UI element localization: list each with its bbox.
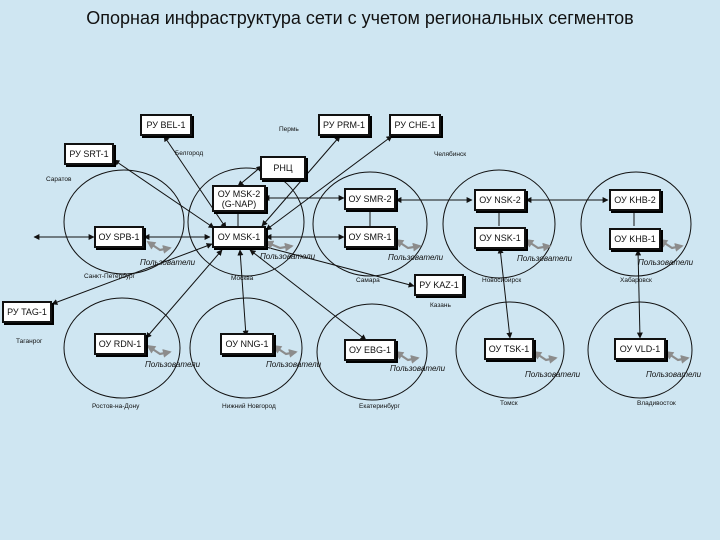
link-khb1-vld1 [635, 249, 643, 339]
city-vladivostok: Владивосток [637, 400, 676, 407]
node-ou-nsk1: ОУ NSK-1 [474, 227, 526, 249]
link-msk1-rdn1 [145, 249, 223, 339]
city-saratov: Саратов [46, 176, 72, 183]
city-chelyabinsk: Челябинск [434, 151, 467, 158]
users-label-nsk: Пользователи [517, 254, 573, 263]
city-belgorod: Белгород [175, 150, 204, 157]
link-nsk1-tsk1 [497, 247, 513, 339]
users-arrow-nsk [524, 239, 552, 252]
region-ebg [316, 303, 428, 401]
users-arrow-smr [394, 239, 422, 252]
city-perm: Пермь [279, 126, 299, 133]
city-kazan: Казань [430, 302, 451, 309]
node-ru-che1: РУ CHE-1 [389, 114, 441, 136]
city-moscow: Москва [231, 275, 254, 282]
city-khabarovsk: Хабаровск [620, 277, 652, 284]
node-ou-rdn1: ОУ RDN-1 [94, 333, 146, 355]
city-novosibirsk: Новосибирск [482, 277, 522, 284]
node-ou-nsk2: ОУ NSK-2 [474, 189, 526, 211]
city-samara: Самара [356, 277, 380, 284]
node-ou-msk2: ОУ MSK-2 (G-NAP) [212, 185, 266, 212]
users-arrow-khb [658, 239, 684, 252]
node-ru-kaz1: РУ KAZ-1 [414, 274, 464, 296]
page-title: Опорная инфраструктура сети с учетом рег… [86, 8, 634, 28]
link-msk1-che1 [265, 135, 393, 231]
users-label-msk: Пользователи [260, 252, 316, 261]
node-ru-srt1: РУ SRT-1 [64, 143, 114, 165]
node-ru-bel1: РУ BEL-1 [140, 114, 192, 136]
users-label-nng: Пользователи [266, 360, 322, 369]
users-arrow-nng [272, 345, 298, 358]
node-ou-smr2: ОУ SMR-2 [344, 188, 396, 210]
users-label-rdn: Пользователи [145, 360, 201, 369]
node-ou-smr1: ОУ SMR-1 [344, 226, 396, 248]
users-label-khb: Пользователи [638, 258, 694, 267]
node-ou-spb1: ОУ SPB-1 [94, 226, 144, 248]
node-rnc: РНЦ [260, 156, 306, 180]
users-label-tsk: Пользователи [525, 370, 581, 379]
node-ou-tsk1: ОУ TSK-1 [484, 338, 534, 360]
users-arrow-spb [146, 241, 172, 254]
city-tomsk: Томск [500, 400, 518, 407]
users-arrow-tsk [532, 351, 558, 364]
node-ou-vld1: ОУ VLD-1 [614, 338, 666, 360]
users-label-smr: Пользователи [388, 253, 444, 262]
users-arrow-rdn [146, 345, 172, 358]
users-arrow-msk [264, 240, 294, 252]
city-rostov: Ростов-на-Дону [92, 403, 140, 410]
users-label-ebg: Пользователи [390, 364, 446, 373]
link-msk1-nng1 [237, 249, 249, 337]
link-msk1-srt1 [113, 159, 215, 229]
city-spb: Санкт-Петербург [84, 273, 135, 280]
city-nnovgorod: Нижний Новгород [222, 403, 276, 410]
node-ou-msk1: ОУ MSK-1 [212, 226, 266, 248]
users-arrow-ebg [394, 351, 420, 364]
node-ou-khb2: ОУ KHB-2 [609, 189, 661, 211]
users-arrow-vld [664, 351, 690, 364]
city-ekaterinburg: Екатеринбург [359, 403, 400, 410]
node-ru-prm1: РУ PRM-1 [318, 114, 370, 136]
city-taganrog: Таганрог [16, 338, 43, 345]
node-ru-tag1: РУ TAG-1 [2, 301, 52, 323]
node-ou-khb1: ОУ KHB-1 [609, 228, 661, 250]
node-ou-ebg1: ОУ EBG-1 [344, 339, 396, 361]
link-msk2-rnc [237, 165, 263, 187]
link-msk1-prm1 [261, 135, 341, 227]
link-msk1-ebg1 [249, 249, 367, 341]
users-label-spb: Пользователи [140, 258, 196, 267]
node-ou-nng1: ОУ NNG-1 [220, 333, 274, 355]
users-label-vld: Пользователи [646, 370, 702, 379]
